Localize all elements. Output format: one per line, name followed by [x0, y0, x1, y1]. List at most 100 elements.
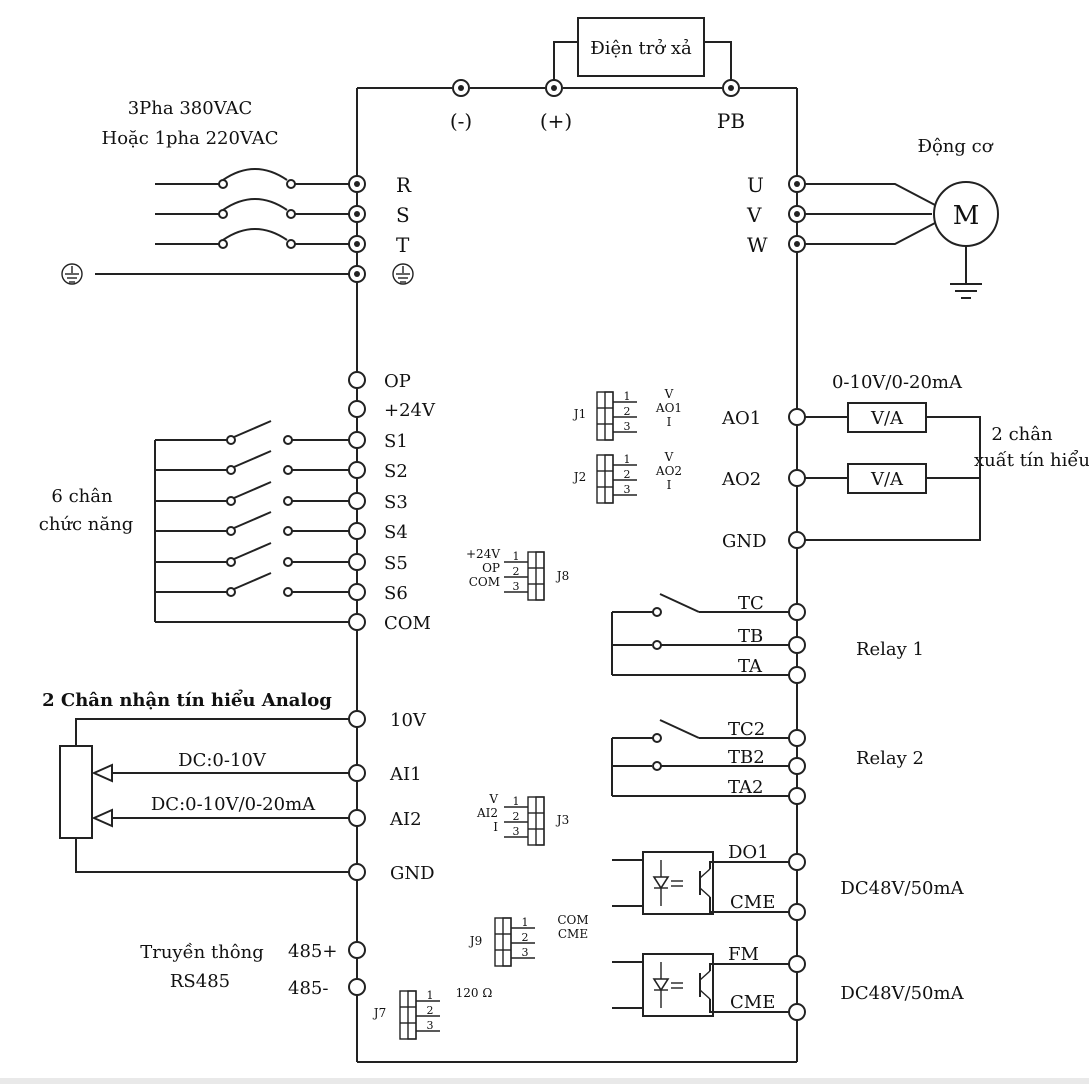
jumper-pin-number: 2	[522, 931, 529, 944]
jumper-pin-number: 2	[513, 565, 520, 578]
terminal-label: AI1	[389, 764, 422, 785]
jumper-pin-number: 1	[427, 989, 434, 1002]
jumper-label: V	[664, 387, 674, 401]
terminal-tb	[788, 636, 806, 654]
terminal-label: TA2	[728, 777, 763, 798]
terminal-ai1	[348, 764, 366, 782]
terminal-label: 10V	[390, 710, 427, 731]
jumper-label: CME	[558, 927, 588, 941]
jumper-label: I	[493, 820, 498, 834]
jumper-pin-number: 3	[513, 580, 520, 593]
terminal-tb2	[788, 757, 806, 775]
terminal-label: S6	[384, 583, 408, 604]
jumper-label: AI2	[476, 806, 498, 820]
terminal-t-label: T	[396, 233, 410, 257]
wiper-arrow-icon	[91, 763, 113, 783]
terminal-label: CME	[730, 992, 775, 1013]
jumper-name: J9	[468, 934, 482, 948]
terminal-s5	[348, 553, 366, 571]
braking-resistor: Điện trở xả	[553, 17, 732, 80]
terminal-label: AO2	[721, 469, 761, 490]
jumper-pin-number: 3	[522, 946, 529, 959]
terminal-label: TC	[738, 593, 764, 614]
analog-outputs-line2: xuất tín hiểu	[974, 449, 1089, 471]
terminal-label: CME	[730, 892, 775, 913]
terminal-s6	[348, 583, 366, 601]
terminal-label: S1	[384, 431, 408, 452]
meter-ao1-label: V/A	[870, 408, 904, 429]
terminal-label: +24V	[384, 400, 436, 421]
input-switch-s5	[155, 542, 349, 567]
input-switch-s4	[155, 511, 349, 536]
breaker-t	[155, 228, 349, 249]
breaker-r	[155, 168, 349, 189]
terminal-label: S5	[384, 553, 408, 574]
ground-icon	[392, 263, 414, 285]
jumper-pin-number: 3	[624, 420, 631, 433]
input-switch-s2	[155, 450, 349, 475]
jumper-label: AO2	[655, 464, 682, 478]
dc-bus-terminals: (-) (+) PB	[450, 79, 745, 133]
rs485-line1: Truyền thông	[140, 942, 264, 963]
digital-inputs-line1: 6 chân	[51, 486, 113, 507]
jumper-name: J1	[572, 407, 586, 421]
analog-outputs: 0-10V/0-20mA 2 chân xuất tín hiểu V/A V/…	[721, 372, 1089, 552]
terminal-ta	[788, 666, 806, 684]
pb-label: PB	[717, 109, 745, 133]
terminal-gnd	[348, 863, 366, 881]
jumper-label: 120 Ω	[456, 986, 493, 1000]
wiper-arrow-icon	[91, 808, 113, 828]
terminal-ao1	[788, 408, 806, 426]
terminal-label: FM	[728, 944, 759, 965]
relay1-label: Relay 1	[856, 639, 924, 660]
do-output-2: DC48V/50mA FM CME	[612, 944, 965, 1021]
terminal-label: DO1	[728, 842, 769, 863]
terminal-do1	[788, 853, 806, 871]
terminal-w-label: W	[747, 233, 768, 257]
terminal-label: 485+	[288, 941, 337, 962]
dc-plus-label: (+)	[540, 109, 572, 133]
terminal-plus-24v	[348, 400, 366, 418]
terminal-com	[348, 613, 366, 631]
terminal-tc2	[788, 729, 806, 747]
ai1-signal-label: DC:0-10V	[178, 750, 267, 771]
terminal-ta2	[788, 787, 806, 805]
terminal-s2	[348, 461, 366, 479]
terminal-r-label: R	[396, 173, 412, 197]
terminal-label: AI2	[389, 809, 422, 830]
terminal-label: GND	[390, 863, 435, 884]
jumper-pin-number: 3	[427, 1019, 434, 1032]
terminal-label: GND	[722, 531, 767, 552]
jumper-label: COM	[557, 913, 588, 927]
terminal-rs485-plus	[348, 941, 366, 959]
braking-resistor-label: Điện trở xả	[590, 38, 692, 59]
jumper-pin-number: 2	[513, 810, 520, 823]
jumper-label: I	[667, 415, 672, 429]
terminal-label: S2	[384, 461, 408, 482]
terminal-fm	[788, 955, 806, 973]
ground-icon	[950, 283, 982, 299]
jumper-blocks: J1123VAO1IJ2123VAO2IJ8123+24VOPCOMJ3123V…	[372, 387, 682, 1040]
optocoupler-icon	[642, 953, 714, 1017]
bottom-edge	[0, 1078, 1089, 1084]
jumper-label: +24V	[466, 547, 500, 561]
terminal-tc	[788, 603, 806, 621]
do2-rating: DC48V/50mA	[840, 983, 964, 1004]
input-switch-s1	[155, 420, 349, 445]
rs485: Truyền thông RS485 485+485-	[140, 941, 366, 999]
dc-minus-label: (-)	[450, 109, 472, 133]
terminal-label: TB	[738, 626, 763, 647]
terminal-op	[348, 371, 366, 389]
terminal-label: S3	[384, 492, 408, 513]
digital-inputs-line2: chức năng	[39, 514, 134, 535]
terminal-s3	[348, 492, 366, 510]
terminal-s4	[348, 522, 366, 540]
